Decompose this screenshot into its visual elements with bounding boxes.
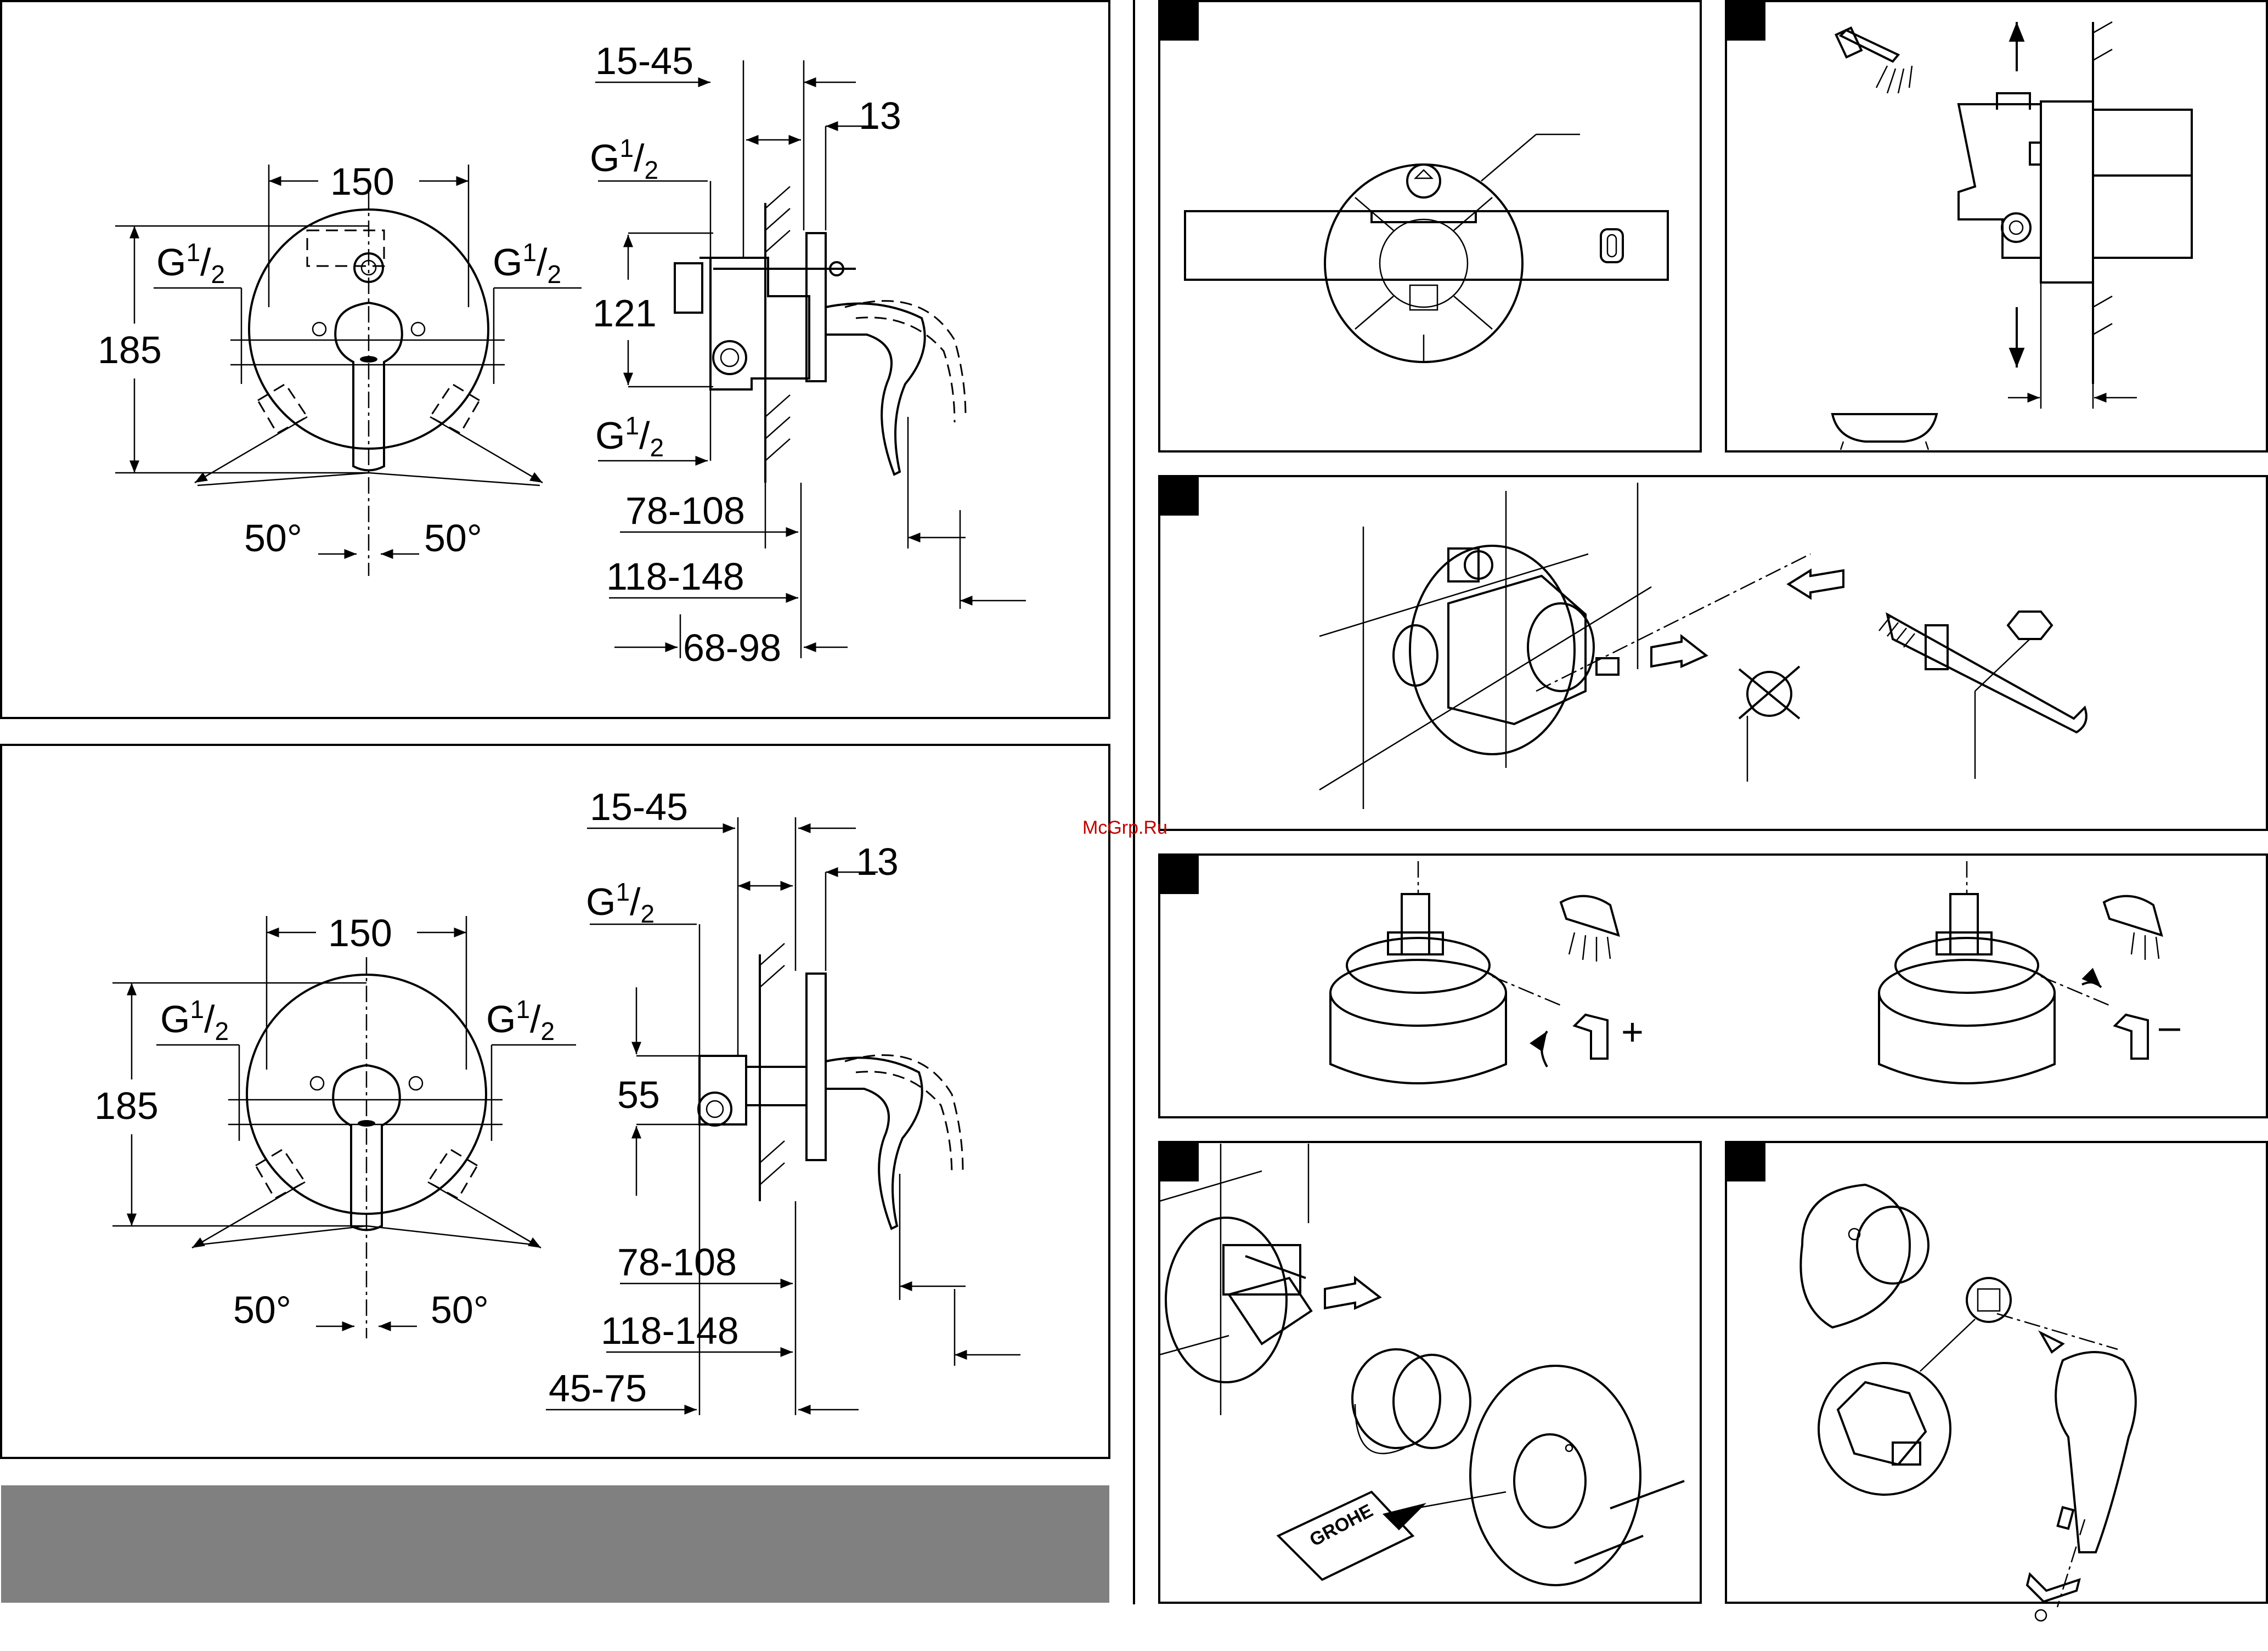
step4-plus-sign: + [1621, 1010, 1644, 1053]
top-thread-right-label: G1/2 [493, 238, 561, 289]
step-marker-5 [1159, 1142, 1199, 1181]
watermark: McGrp.Ru [1082, 817, 1167, 838]
step-marker-6 [1726, 1142, 1765, 1181]
top-angle-right-label: 50° [424, 517, 482, 559]
top-front-view [115, 165, 582, 576]
top-thread-left-label: G1/2 [156, 238, 225, 289]
step4-minus-sign: – [2159, 1005, 2180, 1048]
bottom-thread-right-label: G1/2 [486, 995, 555, 1045]
bottom-height-label: 185 [94, 1084, 159, 1127]
gray-bar [1, 1485, 1109, 1603]
bottom-width-label: 150 [328, 912, 392, 954]
step-marker-3 [1159, 476, 1199, 516]
step5-illustration: GROHE [1159, 1144, 1684, 1585]
top-dim-78-108: 78-108 [625, 489, 745, 532]
bottom-depth-label: 15-45 [590, 785, 688, 828]
bottom-dimension-panel [1, 745, 1109, 1458]
bottom-thread-left-label: G1/2 [160, 995, 229, 1045]
top-side-thread-bottom: G1/2 [595, 411, 664, 462]
bottom-spacing-label: 55 [617, 1073, 660, 1116]
top-dim-118-148: 118-148 [606, 555, 744, 598]
grohe-card-label: GROHE [1306, 1500, 1376, 1551]
top-dimension-panel [1, 1, 1109, 718]
top-depth-label: 15-45 [595, 39, 693, 82]
bottom-front-view [112, 916, 576, 1338]
step2-illustration [1832, 22, 2192, 450]
step-frame-5 [1159, 1142, 1701, 1603]
step3-illustration [1319, 483, 2086, 809]
step1-illustration [1185, 134, 1668, 362]
step-frame-6 [1726, 1142, 2267, 1603]
bottom-angle-left-label: 50° [233, 1288, 291, 1331]
bottom-plate-label: 13 [856, 840, 899, 883]
step-frame-2 [1726, 1, 2267, 451]
bottom-angle-right-label: 50° [431, 1288, 489, 1331]
top-plate-label: 13 [859, 94, 901, 137]
step4-illustration [1330, 861, 2162, 1083]
step-frame-3 [1159, 476, 2267, 830]
step-marker-4 [1159, 855, 1199, 894]
bottom-side-thread-top: G1/2 [586, 878, 655, 928]
bottom-dim-78-108: 78-108 [617, 1241, 737, 1284]
top-height-label: 185 [98, 329, 162, 371]
top-dim-68-98: 68-98 [683, 626, 781, 669]
step-marker-1 [1159, 1, 1199, 41]
top-side-thread-top: G1/2 [590, 134, 658, 184]
bottom-dim-118-148: 118-148 [601, 1309, 739, 1352]
step-marker-2 [1726, 1, 1765, 41]
top-width-label: 150 [330, 160, 394, 203]
step6-illustration [1801, 1185, 2136, 1621]
step-frame-1 [1159, 1, 1701, 451]
bottom-dim-45-75: 45-75 [549, 1367, 647, 1410]
top-spacing-label: 121 [593, 292, 657, 335]
top-angle-left-label: 50° [244, 517, 302, 559]
